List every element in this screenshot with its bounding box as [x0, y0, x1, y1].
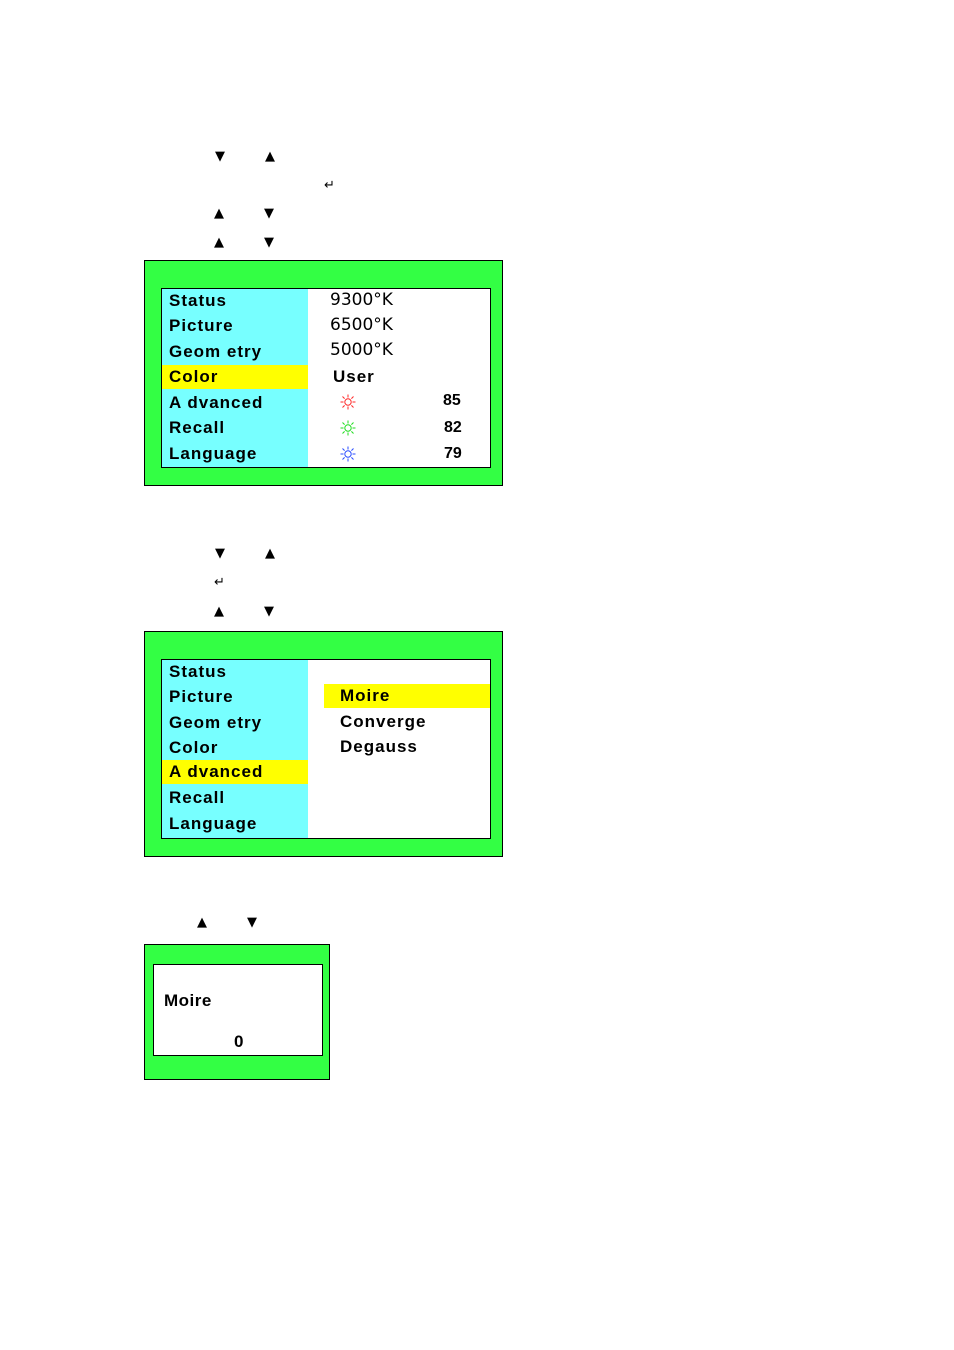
up-arrow-icon: ▲	[214, 605, 224, 619]
menu-item-language[interactable]: Language	[162, 442, 308, 466]
option-9300k[interactable]: 9300°K	[330, 289, 393, 311]
red-value: 85	[443, 391, 461, 411]
osd-screen: Status Picture Geom etry Color A dvanced…	[161, 288, 491, 468]
red-sun-icon	[340, 394, 356, 410]
osd-screen: Moire 0	[153, 964, 323, 1056]
osd-menu: Status Picture Geom etry Color A dvanced…	[162, 660, 308, 838]
up-arrow-icon: ▲	[214, 236, 224, 250]
menu-item-status[interactable]: Status	[162, 289, 308, 313]
color-osd-panel: Status Picture Geom etry Color A dvanced…	[144, 260, 503, 486]
option-5000k[interactable]: 5000°K	[330, 339, 393, 361]
down-arrow-icon: ▼	[215, 547, 225, 561]
green-sun-icon	[340, 420, 356, 436]
menu-item-status[interactable]: Status	[162, 660, 308, 684]
menu-item-picture[interactable]: Picture	[162, 314, 308, 338]
moire-label: Moire	[164, 990, 212, 1012]
moire-osd-panel: Moire 0	[144, 944, 330, 1080]
osd-menu: Status Picture Geom etry Color A dvanced…	[162, 289, 308, 467]
down-arrow-icon: ▼	[247, 916, 257, 930]
menu-item-picture[interactable]: Picture	[162, 685, 308, 709]
down-arrow-icon: ▼	[264, 236, 274, 250]
menu-item-geometry[interactable]: Geom etry	[162, 340, 308, 364]
osd-screen: Status Picture Geom etry Color A dvanced…	[161, 659, 491, 839]
menu-item-language[interactable]: Language	[162, 812, 308, 836]
down-arrow-icon: ▼	[264, 207, 274, 221]
down-arrow-icon: ▼	[264, 605, 274, 619]
enter-icon: ↵	[214, 576, 225, 590]
menu-item-color[interactable]: Color	[162, 736, 308, 760]
option-user[interactable]: User	[333, 366, 375, 388]
menu-item-advanced[interactable]: A dvanced	[162, 760, 308, 784]
up-arrow-icon: ▲	[197, 916, 207, 930]
menu-item-advanced[interactable]: A dvanced	[162, 391, 308, 415]
menu-item-color[interactable]: Color	[162, 365, 308, 389]
menu-item-recall[interactable]: Recall	[162, 416, 308, 440]
advanced-osd-panel: Status Picture Geom etry Color A dvanced…	[144, 631, 503, 857]
submenu-item-degauss[interactable]: Degauss	[340, 736, 418, 758]
down-arrow-icon: ▼	[215, 150, 225, 164]
blue-value: 79	[444, 444, 462, 464]
submenu-item-converge[interactable]: Converge	[340, 711, 426, 733]
up-arrow-icon: ▲	[265, 150, 275, 164]
up-arrow-icon: ▲	[265, 547, 275, 561]
option-6500k[interactable]: 6500°K	[330, 314, 393, 336]
up-arrow-icon: ▲	[214, 207, 224, 221]
moire-value[interactable]: 0	[234, 1031, 244, 1053]
submenu-item-moire[interactable]: Moire	[340, 685, 390, 707]
enter-icon: ↵	[324, 179, 335, 193]
green-value: 82	[444, 418, 462, 438]
menu-item-geometry[interactable]: Geom etry	[162, 711, 308, 735]
blue-sun-icon	[340, 446, 356, 462]
menu-item-recall[interactable]: Recall	[162, 786, 308, 810]
